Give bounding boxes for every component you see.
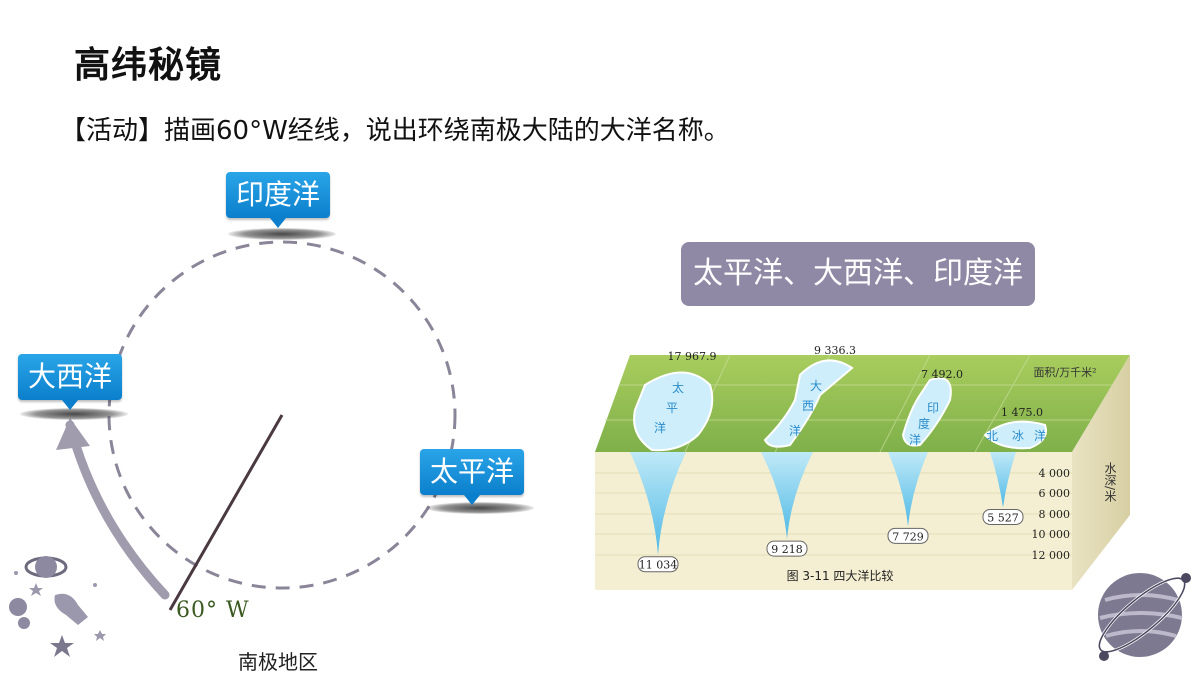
meridian-label: 60° W [176, 598, 250, 623]
ocean-name-char: 冰 [1012, 429, 1024, 443]
max-depth-label-arctic: 5 527 [987, 511, 1019, 524]
ocean-name-char: 洋 [1034, 428, 1046, 443]
ocean-shape-pacific [633, 371, 714, 452]
callout-indian-ocean: 印度洋 [226, 172, 331, 228]
meridian-60w-line [168, 414, 284, 611]
area-label-arctic: 1 475.0 [1001, 406, 1043, 419]
callout-atlantic-ocean: 大西洋 [18, 354, 123, 410]
space-decoration-left [9, 556, 106, 657]
star-icon [50, 635, 74, 657]
max-depth-badge [887, 527, 929, 544]
max-depth-label-indian: 7 729 [892, 530, 924, 543]
callout-pacific-ocean: 太平洋 [420, 449, 525, 505]
moon-icon [9, 598, 27, 616]
page-title: 高纬秘镜 [74, 45, 223, 86]
antarctica-circle-diagram [56, 240, 457, 611]
figure-caption: 图 3-11 四大洋比较 [787, 568, 894, 583]
area-unit-label: 面积/万千米² [1033, 366, 1096, 379]
dashed-ocean-circle [107, 240, 457, 590]
ocean-name-char: 印 [927, 401, 939, 415]
depth-unit-label: 水深/米 [1103, 462, 1117, 502]
ocean-name-char: 洋 [789, 423, 801, 438]
direction-arrow [65, 420, 170, 600]
ocean-name-char: 洋 [909, 432, 921, 447]
ocean-comparison-figure: 太平洋 大西洋 印度洋 北冰洋 17 967.9 9 336.3 7 492.0… [595, 344, 1130, 590]
area-label-pacific: 17 967.9 [668, 350, 717, 363]
max-depth-badge [637, 556, 679, 573]
depth-cone-pacific [630, 452, 686, 555]
depth-tick-label: 4 000 [1039, 467, 1071, 480]
max-depth-badge [766, 540, 808, 557]
direction-arrow-head [56, 418, 90, 450]
callout-shadow [228, 228, 336, 240]
depth-cone-arctic [990, 452, 1016, 508]
activity-instruction: 【活动】描画60°W经线，说出环绕南极大陆的大洋名称。 [60, 116, 730, 146]
area-label-indian: 7 492.0 [921, 368, 963, 381]
ocean-name-char: 太 [672, 380, 684, 395]
space-decoration-right [1097, 573, 1191, 661]
ocean-name-char: 北 [986, 429, 998, 443]
answer-box: 太平洋、大西洋、印度洋 [681, 242, 1035, 306]
ocean-name-char: 西 [802, 399, 814, 413]
max-depth-label-atlantic: 9 218 [771, 543, 803, 556]
region-label: 南极地区 [238, 650, 318, 674]
callout-shadow [20, 408, 128, 420]
ocean-name-char: 洋 [654, 420, 666, 435]
depth-tick-label: 6 000 [1039, 487, 1071, 500]
ocean-name-char: 度 [918, 416, 930, 431]
star-icon [29, 583, 43, 596]
ocean-shape-indian [901, 377, 952, 447]
max-depth-label-pacific: 11 034 [639, 559, 678, 572]
star-icon [94, 630, 106, 641]
ocean-shape-atlantic [763, 359, 854, 448]
ocean-name-char: 平 [666, 401, 678, 415]
area-label-atlantic: 9 336.3 [814, 344, 856, 357]
depth-cone-atlantic [761, 452, 813, 540]
callout-shadow [426, 502, 534, 514]
max-depth-badge [982, 508, 1024, 525]
depth-cone-indian [888, 452, 928, 527]
ocean-name-char: 大 [810, 379, 822, 393]
cross-section-side [1072, 355, 1130, 590]
ocean-shape-arctic [983, 420, 1047, 450]
depth-tick-label: 10 000 [1032, 528, 1071, 541]
depth-tick-label: 12 000 [1032, 549, 1071, 562]
depth-tick-label: 8 000 [1039, 508, 1071, 521]
rocket-icon [54, 593, 88, 625]
